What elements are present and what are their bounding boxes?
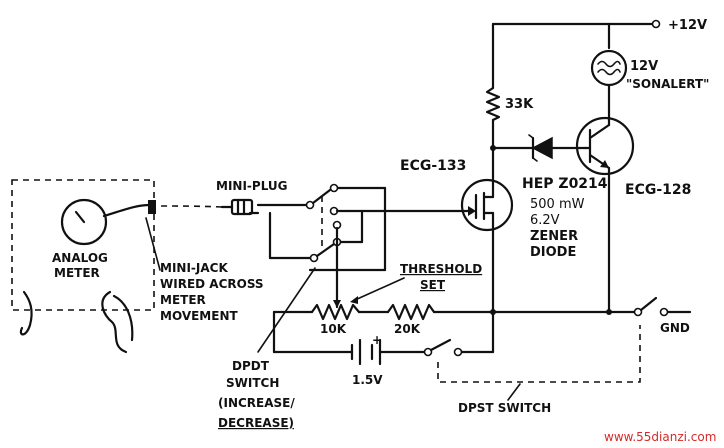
label-res-20k: 20K: [394, 322, 421, 336]
plug-cable: [157, 205, 223, 208]
label-dpdt-4: DECREASE): [218, 416, 294, 430]
label-dpdt-3: (INCREASE/: [218, 396, 295, 410]
label-zener-power: 500 mW: [530, 197, 585, 212]
label-threshold-2: SET: [420, 278, 446, 292]
label-minijack-1: MINI-JACK: [160, 261, 228, 275]
label-resistor-33k: 33K: [505, 97, 534, 112]
label-minijack-4: MOVEMENT: [160, 309, 238, 323]
label-supply: +12V: [668, 18, 707, 33]
analog-meter: [11, 179, 161, 354]
label-gnd: GND: [660, 321, 690, 335]
label-minijack-3: METER: [160, 293, 206, 307]
label-alert-name: "SONALERT": [626, 77, 709, 91]
dpst-pointer: [507, 383, 521, 401]
zener-diode: [490, 134, 587, 162]
battery: [350, 338, 426, 366]
label-dpdt-2: SWITCH: [226, 376, 279, 390]
mini-plug: [220, 198, 254, 216]
supply-rail: [491, 19, 661, 90]
dpdt-switch: [248, 183, 387, 302]
label-zener-word1: ZENER: [530, 229, 578, 244]
label-analog-1: ANALOG: [52, 251, 108, 265]
resistor-33k: [485, 86, 501, 178]
threshold-network: [272, 277, 495, 354]
label-mini-plug: MINI-PLUG: [216, 179, 288, 193]
label-transistor: ECG-128: [625, 182, 691, 198]
label-zener-voltage: 6.2V: [530, 213, 560, 228]
label-battery: 1.5V: [352, 373, 383, 387]
fet-ecg133: [346, 174, 514, 314]
label-analog-2: METER: [54, 266, 100, 280]
dpdt-pointer: [257, 267, 316, 353]
label-pot-10k: 10K: [320, 322, 347, 336]
label-dpst: DPST SWITCH: [458, 401, 551, 415]
label-battery-plus: +: [372, 333, 382, 347]
label-minijack-2: WIRED ACROSS: [160, 277, 264, 291]
label-threshold-1: THRESHOLD: [400, 262, 482, 276]
watermark: www.55dianzi.com: [604, 430, 716, 444]
transistor-ecg128: [575, 116, 635, 314]
dpst-switch: [423, 296, 692, 383]
label-zener-word2: DIODE: [530, 245, 576, 260]
label-dpdt-1: DPDT: [232, 359, 270, 373]
sonalert-buzzer: [590, 49, 628, 122]
label-fet: ECG-133: [400, 158, 466, 174]
label-zener-part: HEP Z0214: [522, 176, 608, 192]
label-alert-voltage: 12V: [630, 59, 658, 74]
